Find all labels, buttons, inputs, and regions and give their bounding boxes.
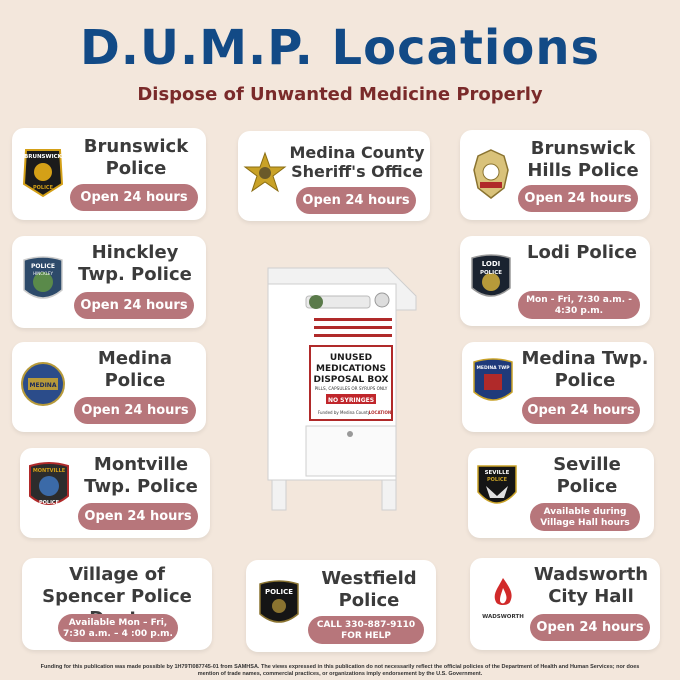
page-title: D.U.M.P. Locations [79, 20, 601, 76]
svg-text:UNUSED: UNUSED [330, 353, 372, 363]
svg-text:POLICE: POLICE [487, 477, 508, 483]
location-name: Westfield Police [321, 568, 417, 611]
hours-badge: Open 24 hours [296, 187, 416, 214]
svg-text:POLICE: POLICE [480, 270, 502, 276]
svg-text:MONTVILLE: MONTVILLE [33, 468, 66, 474]
svg-text:NO SYRINGES: NO SYRINGES [328, 397, 374, 404]
brunswick-police-badge-icon: BRUNSWICK POLICE [22, 149, 64, 198]
location-name: Seville Police [553, 454, 621, 497]
hours-badge: Open 24 hours [530, 614, 650, 641]
sheriff-star-icon [243, 151, 287, 193]
location-name: Medina County Sheriff's Office [289, 143, 425, 181]
disposal-box-illustration: UNUSED MEDICATIONS DISPOSAL BOX PILLS, C… [267, 267, 417, 511]
svg-text:WADSWORTH: WADSWORTH [482, 614, 524, 620]
hours-badge: Open 24 hours [522, 397, 640, 424]
hours-badge: Open 24 hours [518, 185, 638, 212]
location-name: Medina Police [97, 348, 173, 391]
hours-badge: Available during Village Hall hours [530, 503, 640, 531]
location-card-medina-county-sheriff: Medina County Sheriff's Office Open 24 h… [238, 131, 430, 221]
location-card-medina-twp-police: MEDINA TWP Medina Twp. Police Open 24 ho… [462, 342, 654, 432]
hours-badge: CALL 330-887-9110 FOR HELP [308, 616, 424, 644]
svg-text:SEVILLE: SEVILLE [485, 470, 510, 476]
wadsworth-flame-logo-icon: WADSWORTH [482, 578, 524, 620]
hours-badge: Available Mon – Fri, 7:30 a.m. – 4 :00 p… [58, 614, 178, 642]
location-card-seville-police: SEVILLE POLICE Seville Police Available … [468, 448, 654, 538]
location-card-hinckley-police: POLICE HINCKLEY Hinckley Twp. Police Ope… [12, 236, 206, 328]
svg-text:DISPOSAL BOX: DISPOSAL BOX [314, 375, 389, 385]
location-card-montville-police: MONTVILLE POLICE Montville Twp. Police O… [20, 448, 210, 538]
location-card-wadsworth-city-hall: WADSWORTH Wadsworth City Hall Open 24 ho… [470, 558, 660, 650]
svg-text:LODI: LODI [482, 260, 501, 268]
svg-text:MEDICATIONS: MEDICATIONS [316, 364, 386, 374]
hours-badge: Open 24 hours [74, 397, 196, 424]
location-name: Wadsworth City Hall [533, 564, 649, 607]
lodi-police-patch-icon: LODI POLICE [471, 254, 511, 297]
location-card-medina-police: MEDINA Medina Police Open 24 hours [12, 342, 206, 432]
hinckley-police-patch-icon: POLICE HINCKLEY [23, 256, 63, 299]
location-card-lodi-police: LODI POLICE Lodi Police Mon - Fri, 7:30 … [460, 236, 650, 326]
location-name: Brunswick Police [83, 136, 189, 179]
svg-text:LOCATION: LOCATION [369, 410, 392, 415]
svg-text:POLICE: POLICE [31, 263, 55, 270]
location-name: Montville Twp. Police [84, 454, 198, 497]
location-name: Hinckley Twp. Police [78, 242, 192, 285]
location-card-brunswick-police: BRUNSWICK POLICE Brunswick Police Open 2… [12, 128, 206, 220]
montville-police-patch-icon: MONTVILLE POLICE [29, 462, 69, 506]
location-card-westfield-police: POLICE Westfield Police CALL 330-887-911… [246, 560, 436, 652]
svg-text:POLICE: POLICE [33, 185, 54, 191]
seville-police-patch-icon: SEVILLE POLICE [477, 465, 517, 504]
brunswick-hills-badge-icon [473, 149, 509, 199]
page-subtitle: Dispose of Unwanted Medicine Properly [137, 84, 543, 105]
medina-twp-patch-icon: MEDINA TWP [473, 358, 513, 401]
svg-text:POLICE: POLICE [39, 500, 60, 506]
svg-text:HINCKLEY: HINCKLEY [33, 271, 53, 276]
location-card-brunswick-hills-police: Brunswick Hills Police Open 24 hours [460, 130, 650, 220]
svg-text:MEDINA: MEDINA [30, 382, 57, 389]
hours-badge: Open 24 hours [70, 184, 198, 211]
svg-text:PILLS, CAPSULES OR SYRUPS ONLY: PILLS, CAPSULES OR SYRUPS ONLY [315, 386, 388, 391]
westfield-police-badge-icon: POLICE [259, 580, 299, 623]
medina-police-patch-icon: MEDINA [21, 362, 65, 406]
svg-text:Funded by Medina County: Funded by Medina County [318, 410, 371, 415]
hours-badge: Mon - Fri, 7:30 a.m. - 4:30 p.m. [518, 291, 640, 319]
svg-text:BRUNSWICK: BRUNSWICK [24, 154, 63, 160]
location-name: Medina Twp. Police [521, 348, 649, 391]
funding-disclaimer: Funding for this publication was made po… [40, 664, 640, 677]
location-card-spencer-police: Village of Spencer Police Dept. Availabl… [22, 558, 212, 650]
svg-text:MEDINA TWP: MEDINA TWP [476, 365, 510, 371]
hours-badge: Open 24 hours [78, 503, 198, 530]
hours-badge: Open 24 hours [74, 292, 194, 319]
location-name: Lodi Police [527, 242, 637, 263]
svg-text:POLICE: POLICE [265, 588, 293, 596]
location-name: Brunswick Hills Police [527, 138, 639, 181]
